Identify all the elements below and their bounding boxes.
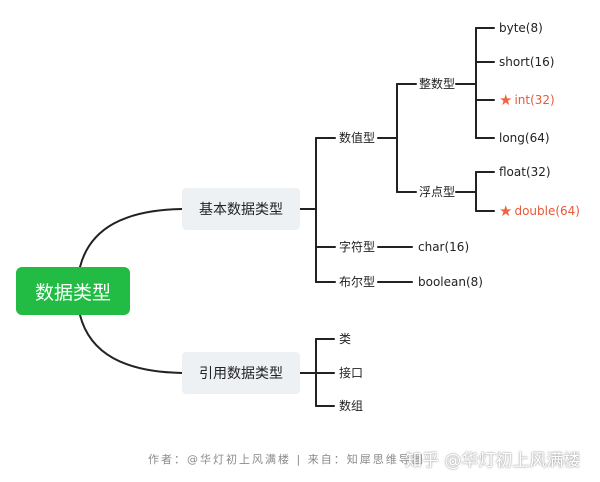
int-label: int(32) — [514, 93, 555, 107]
class-node[interactable]: 类 — [339, 331, 351, 347]
root-label: 数据类型 — [34, 281, 111, 304]
star-icon: ★ — [499, 202, 513, 220]
class-label: 类 — [339, 332, 352, 346]
double-label: double(64) — [514, 204, 580, 218]
byte-label: byte(8) — [499, 21, 543, 35]
root-node[interactable]: 数据类型 — [16, 267, 130, 315]
short-label: short(16) — [499, 55, 555, 69]
double-node[interactable]: ★double(64) — [499, 203, 580, 219]
array-label: 数组 — [339, 399, 364, 413]
integer-type-node[interactable]: 整数型 — [419, 76, 455, 92]
boolean-node[interactable]: boolean(8) — [418, 274, 483, 290]
reference-types-label: 引用数据类型 — [199, 366, 283, 382]
basic-types-node[interactable]: 基本数据类型 — [182, 188, 300, 230]
footer-credit: 作者：@华灯初上风满楼 | 来自：知犀思维导图 — [148, 453, 425, 466]
numeric-type-node[interactable]: 数值型 — [339, 130, 375, 146]
float-label: float(32) — [499, 165, 551, 179]
byte-node[interactable]: byte(8) — [499, 20, 543, 36]
short-node[interactable]: short(16) — [499, 54, 554, 70]
float-node[interactable]: float(32) — [499, 164, 551, 180]
bool-type-label: 布尔型 — [339, 275, 376, 289]
basic-types-label: 基本数据类型 — [199, 202, 283, 218]
boolean-label: boolean(8) — [418, 275, 483, 289]
array-node[interactable]: 数组 — [339, 398, 363, 414]
char-type-label: 字符型 — [339, 240, 376, 254]
integer-type-label: 整数型 — [419, 77, 456, 91]
float-type-label: 浮点型 — [419, 185, 456, 199]
char-node[interactable]: char(16) — [418, 239, 469, 255]
char-label: char(16) — [418, 240, 470, 254]
reference-types-node[interactable]: 引用数据类型 — [182, 352, 300, 394]
bool-type-node[interactable]: 布尔型 — [339, 274, 375, 290]
int-node[interactable]: ★int(32) — [499, 92, 555, 108]
watermark: 知乎 @华灯初上风满楼 — [405, 451, 581, 471]
float-type-node[interactable]: 浮点型 — [419, 184, 455, 200]
interface-node[interactable]: 接口 — [339, 365, 363, 381]
char-type-node[interactable]: 字符型 — [339, 239, 375, 255]
long-node[interactable]: long(64) — [499, 130, 550, 146]
numeric-type-label: 数值型 — [339, 131, 376, 145]
long-label: long(64) — [499, 131, 550, 145]
star-icon: ★ — [499, 91, 513, 109]
interface-label: 接口 — [339, 366, 364, 380]
